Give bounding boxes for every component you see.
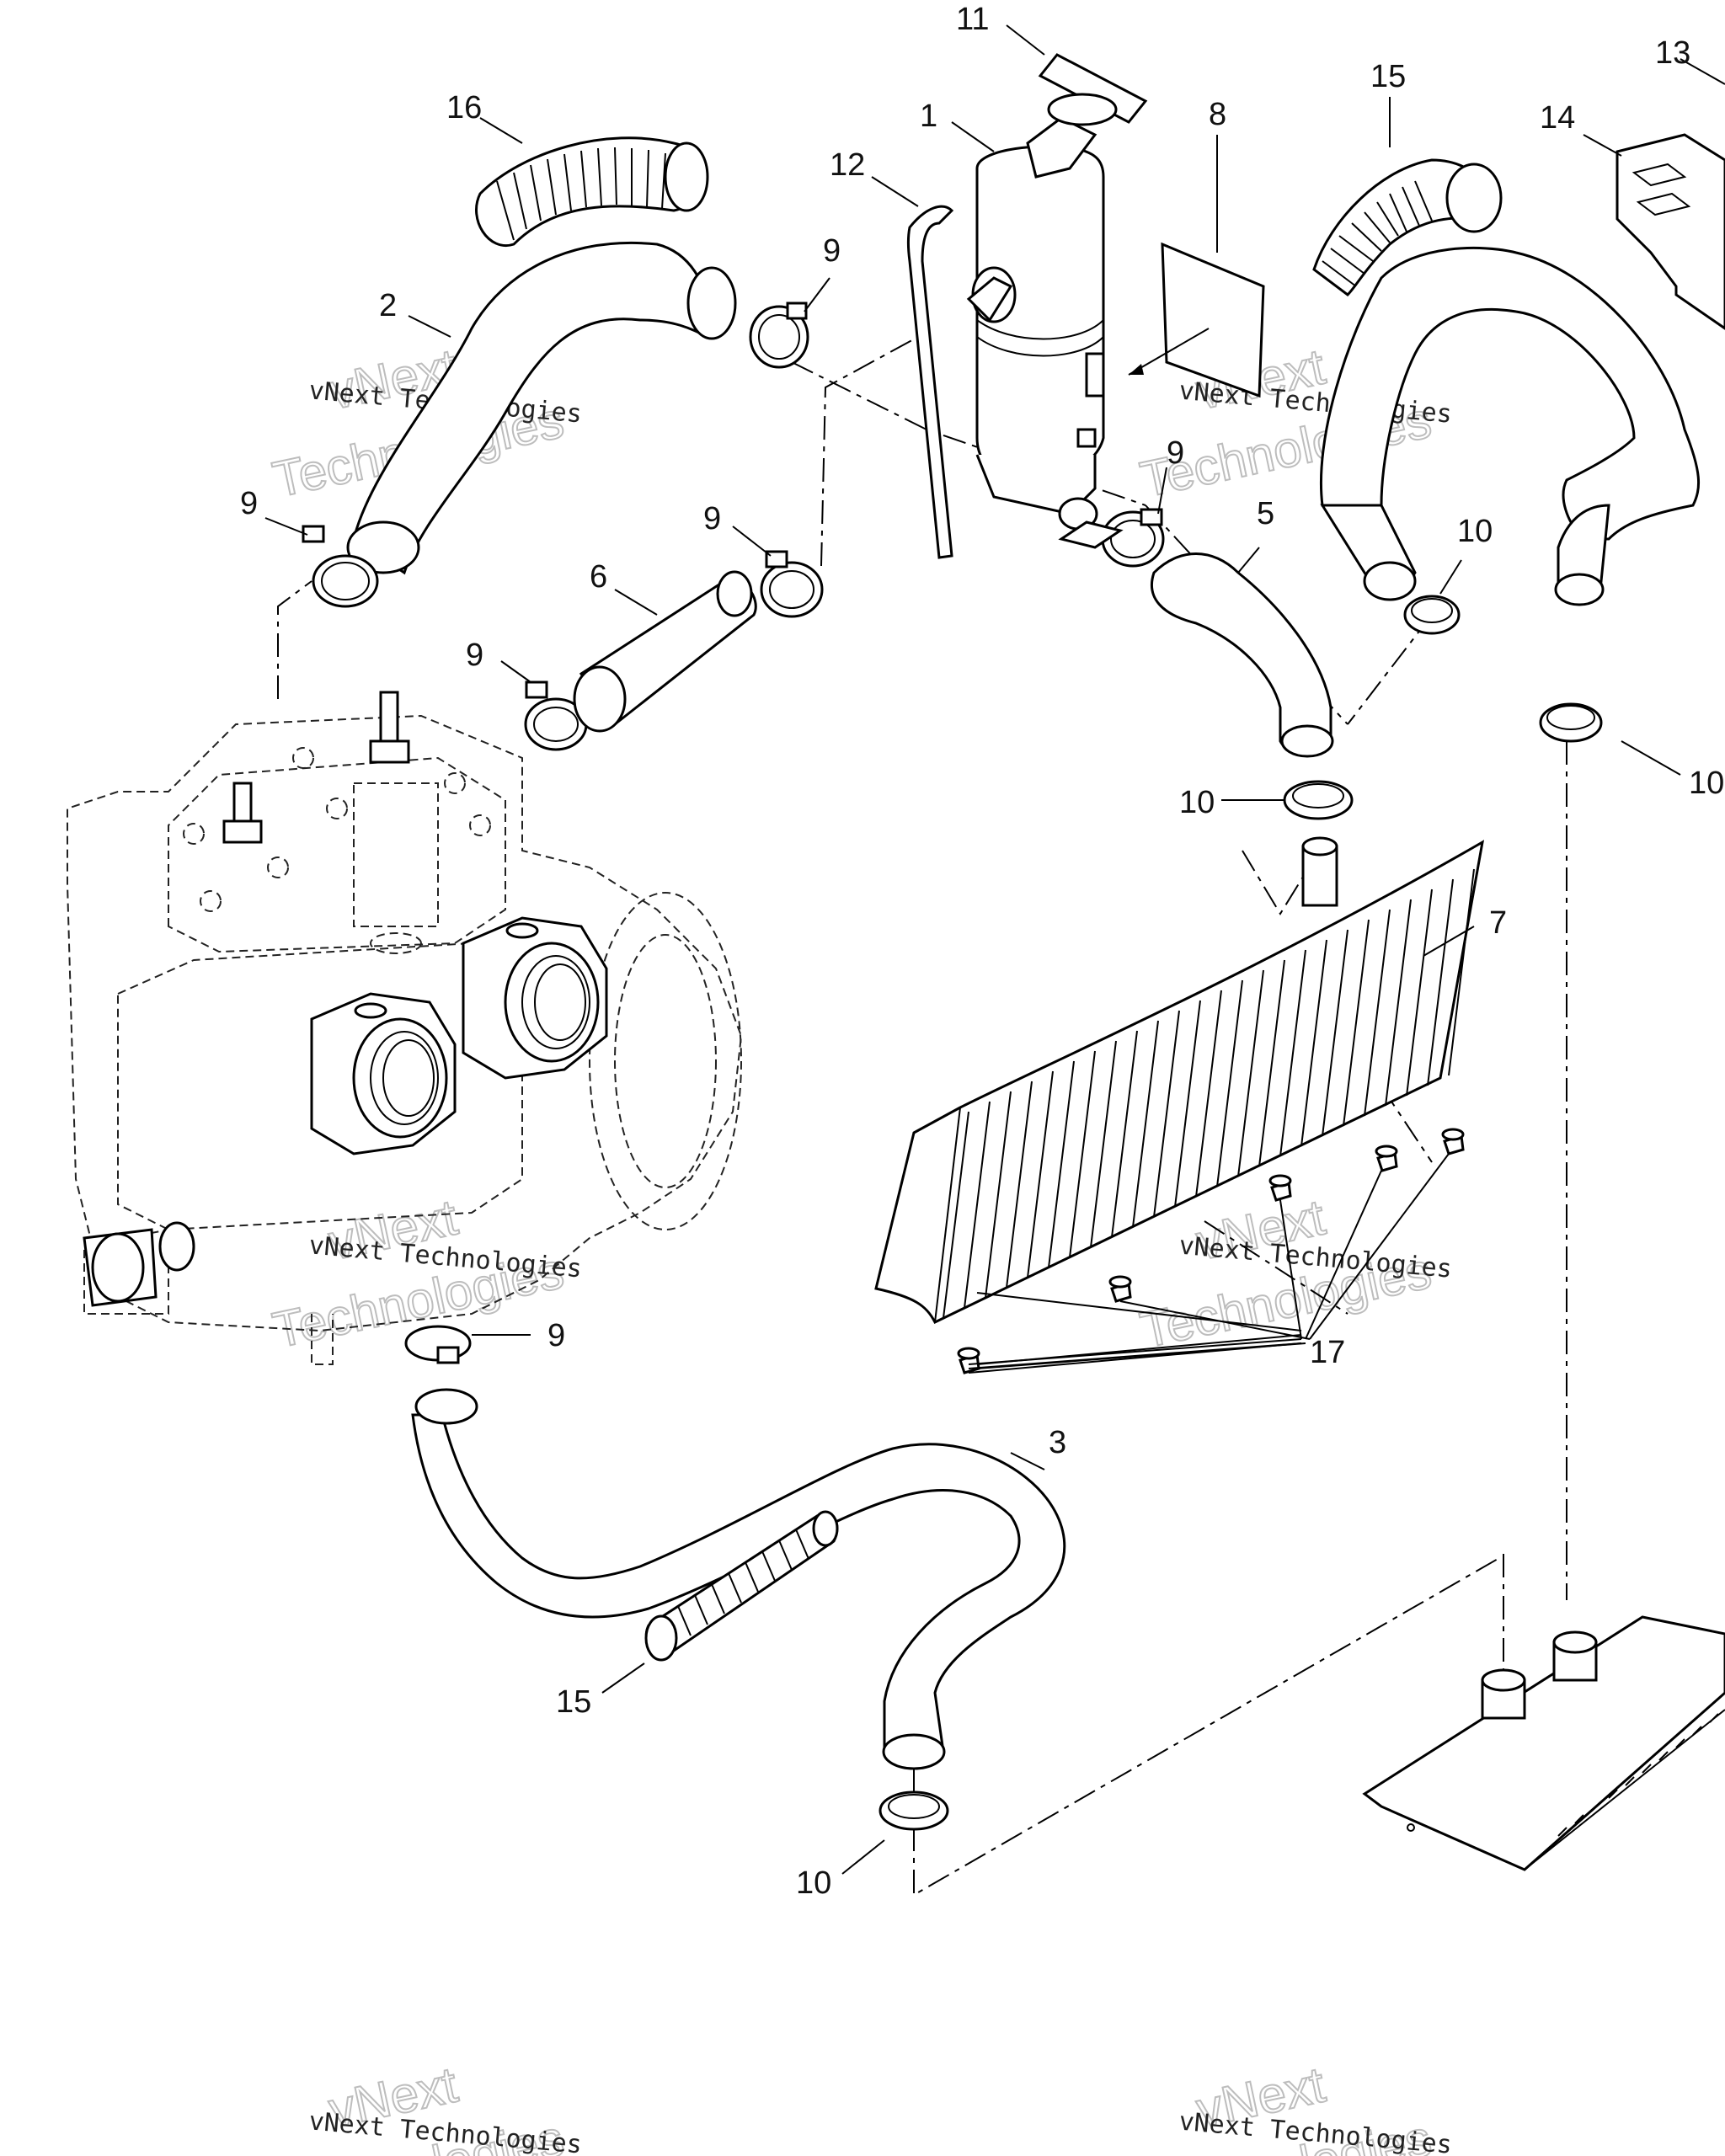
clamp-9	[749, 302, 809, 369]
callout-9: 9	[1167, 435, 1184, 471]
callout-17: 17	[1310, 1335, 1345, 1370]
callout-10: 10	[796, 1865, 831, 1901]
clamp-9	[524, 680, 588, 751]
assembly-line	[913, 1557, 1500, 1897]
bracket-14	[1616, 133, 1725, 330]
hose-ribbed-16	[475, 136, 709, 248]
screw-17	[1268, 1174, 1292, 1202]
assembly-line	[277, 580, 312, 699]
hose-ribbed-15	[1312, 158, 1503, 296]
intake-adaptor	[310, 992, 457, 1155]
screw-17	[1441, 1128, 1465, 1155]
ring-10	[1283, 780, 1354, 820]
heat-exchanger-7	[874, 836, 1485, 1324]
ring-10	[1403, 595, 1461, 635]
hose-6	[573, 570, 757, 733]
clamp-9	[302, 525, 379, 608]
screw-17	[1108, 1275, 1132, 1303]
callout-9: 9	[703, 501, 721, 536]
callouts: 11 13 16 1 8 15 14 12 9 2 9 5 9 9 10 6 9…	[240, 2, 1724, 1901]
decal-8	[1128, 242, 1265, 398]
hose-3	[411, 1388, 1066, 1770]
callout-11: 11	[956, 2, 989, 37]
clamp-9	[760, 550, 824, 618]
callout-13: 13	[1655, 35, 1690, 71]
coolant-tank-1	[966, 116, 1105, 531]
callout-9: 9	[240, 486, 258, 521]
assembly-line	[820, 336, 919, 567]
leader-lines	[264, 24, 1725, 1875]
tank-outlet	[1058, 520, 1124, 549]
hose-2	[346, 242, 737, 575]
callout-2: 2	[379, 288, 397, 323]
fin-pattern	[943, 868, 1475, 1319]
assembly-line	[1347, 614, 1433, 725]
callout-9: 9	[547, 1318, 565, 1353]
callout-1: 1	[920, 99, 937, 134]
callout-8: 8	[1209, 97, 1226, 132]
ring-10	[1539, 702, 1603, 743]
hose-ribbed-15	[644, 1510, 839, 1662]
intake-adaptor	[462, 916, 608, 1080]
callout-12: 12	[830, 147, 865, 183]
screw-17	[957, 1347, 980, 1374]
callout-10: 10	[1689, 766, 1724, 801]
callout-15: 15	[556, 1684, 591, 1720]
watermark-bottom-left: vNext Technologies vNext Technologies	[267, 2055, 583, 2156]
callout-9: 9	[823, 233, 841, 269]
callout-15: 15	[1370, 59, 1406, 94]
clamp-9	[1101, 508, 1165, 568]
callout-6: 6	[590, 559, 607, 595]
overflow-tube-12	[907, 205, 954, 559]
hose-right	[1319, 246, 1701, 606]
heat-exchanger-lower	[1362, 1615, 1725, 1871]
screw-17	[1375, 1145, 1398, 1172]
tank-cap-11	[1038, 53, 1148, 126]
callout-10: 10	[1457, 514, 1493, 549]
watermark-mid-right: vNext Technologies vNext Technologies	[1135, 1187, 1453, 1359]
callout-14: 14	[1540, 100, 1575, 136]
engine-block	[67, 691, 743, 1365]
callout-16: 16	[446, 90, 482, 125]
callout-10: 10	[1179, 785, 1215, 820]
clamp-9	[404, 1325, 472, 1364]
callout-5: 5	[1257, 496, 1274, 531]
callout-3: 3	[1049, 1425, 1066, 1460]
callout-9: 9	[466, 638, 483, 673]
callout-7: 7	[1489, 905, 1507, 941]
hose-5	[1150, 552, 1334, 758]
ring-10	[879, 1790, 949, 1831]
watermark-bottom-right: vNext Technologies vNext Technologies	[1135, 2055, 1453, 2156]
